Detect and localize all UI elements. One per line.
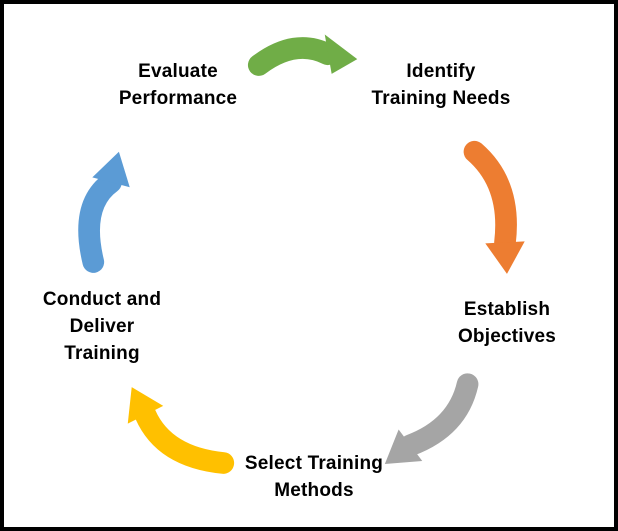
arrow-identify-to-establish-icon bbox=[463, 140, 525, 274]
arrow-select-to-conduct-icon bbox=[127, 387, 235, 474]
arrow-evaluate-to-identify-icon bbox=[247, 34, 358, 76]
node-evaluate-performance: Evaluate Performance bbox=[118, 61, 238, 109]
node-conduct-deliver-training: Conduct and Deliver Training bbox=[42, 289, 162, 364]
node-select-training-methods: Select Training Methods bbox=[244, 453, 384, 501]
arrow-establish-to-select-icon bbox=[384, 373, 479, 464]
arrow-conduct-to-evaluate-icon bbox=[78, 151, 130, 273]
node-establish-objectives: Establish Objectives bbox=[457, 299, 557, 347]
cycle-arrows-graphic bbox=[78, 34, 525, 474]
node-identify-training-needs: Identify Training Needs bbox=[371, 61, 511, 109]
